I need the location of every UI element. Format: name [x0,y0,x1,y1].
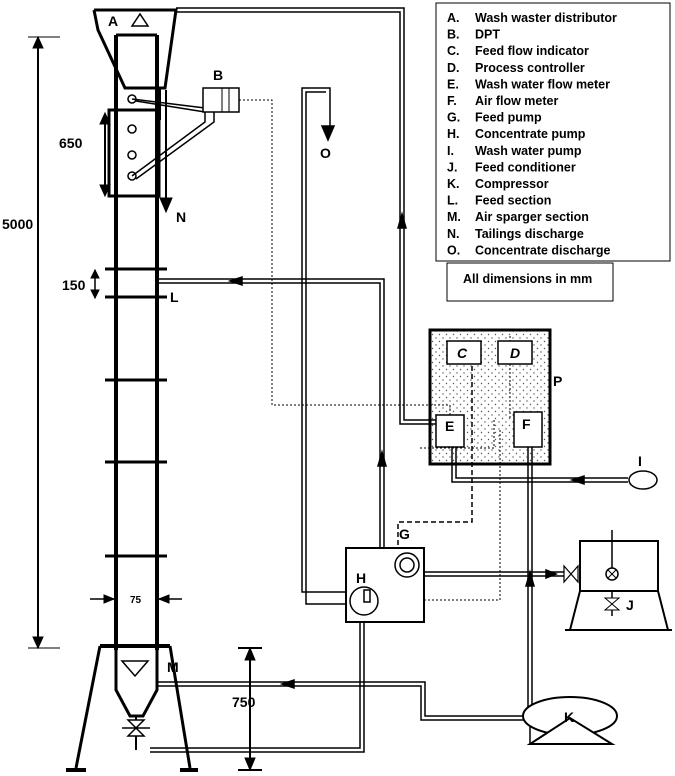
label-B: B [213,67,223,83]
label-A: A [108,13,118,29]
control-panel [428,328,552,466]
legend-item-text: Process controller [475,61,585,75]
wash-water-line [176,7,438,425]
dimension-650 [99,111,111,198]
legend-key: N. [447,227,460,241]
label-I: I [638,453,642,469]
label-G: G [399,526,410,542]
legend-key: K. [447,177,460,191]
legend-item-text: Feed conditioner [475,160,576,174]
dimension-75 [90,594,182,604]
label-P: P [553,373,562,389]
legend-key: D. [447,61,460,75]
legend-item-text: Feed section [475,194,551,208]
label-F: F [522,416,531,432]
column-base [66,644,198,772]
legend-item-text: Wash waster distributor [475,11,617,25]
label-75: 75 [130,595,142,606]
dpt-taps [107,94,215,198]
label-K: K [564,709,574,725]
tailings-discharge-line [159,88,173,214]
wash-water-distributor [92,8,178,90]
legend-item-text: Wash water flow meter [475,77,610,91]
legend-item-text: DPT [475,28,500,42]
label-D: D [510,345,520,361]
label-J: J [626,597,634,613]
legend-key: B. [447,28,460,42]
compressor [522,696,618,745]
legend-item-text: Air sparger section [475,210,589,224]
dpt-box [202,87,240,113]
air-line [157,420,535,721]
dimension-750 [238,646,262,772]
legend-key: O. [447,243,460,257]
legend-item-text: Wash water pump [475,144,582,158]
wash-water-pump [628,470,658,490]
label-H: H [356,570,366,586]
feed-conditioner [563,530,672,631]
label-L: L [170,289,179,305]
legend-key: A. [447,11,460,25]
label-O: O [320,145,331,161]
legend-key: J. [447,160,457,174]
label-M: M [167,659,179,675]
dimension-note: All dimensions in mm [463,272,592,286]
legend-box [435,2,671,262]
legend-key: C. [447,44,460,58]
legend-item-text: Feed pump [475,111,542,125]
legend-item-text: Air flow meter [475,94,558,108]
dashed-signal-line [397,366,473,548]
label-650: 650 [59,135,83,151]
legend-key: E. [447,77,459,91]
legend-key: I. [447,144,454,158]
dimension-note-box: All dimensions in mm [446,262,614,302]
feed-line [159,275,387,548]
underflow-line [150,620,365,753]
legend-key: L. [447,194,458,208]
legend-key: H. [447,127,460,141]
label-E: E [445,418,454,434]
legend-item-text: Compressor [475,177,549,191]
concentrate-discharge-line [301,87,346,605]
feed-conditioner-line [424,568,564,580]
legend-key: G. [447,111,460,125]
dimension-150 [90,268,100,300]
legend-item-text: Feed flow indicator [475,44,589,58]
dimension-5000 [28,35,60,650]
label-150: 150 [62,277,86,293]
legend-item-text: Tailings discharge [475,227,584,241]
legend-key: M. [447,210,461,224]
label-5000: 5000 [2,216,33,232]
label-750: 750 [232,694,256,710]
label-N: N [176,209,186,225]
label-C: C [457,345,468,361]
pump-box [345,547,425,623]
legend-item-text: Concentrate pump [475,127,586,141]
legend-key: F. [447,94,457,108]
legend-item-text: Concentrate discharge [475,243,611,257]
